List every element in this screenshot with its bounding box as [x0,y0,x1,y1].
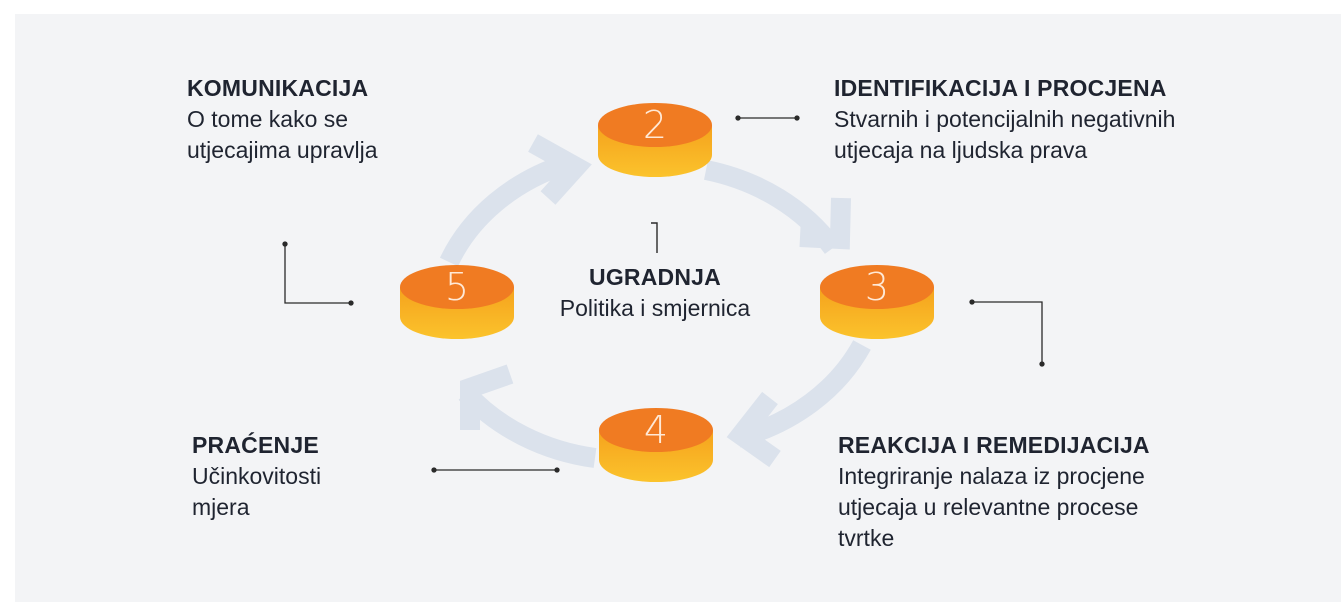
disc-5: 5 [400,265,514,339]
connector-2 [735,115,800,121]
disc-3: 3 [820,265,934,339]
step-5-title: KOMUNIKACIJA [187,75,369,101]
cycle-arrowheads [460,134,851,468]
disc-3-number: 3 [865,265,889,309]
arrowhead-4-to-5 [460,364,514,430]
step-3-block: REAKCIJA I REMEDIJACIJA Integriranje nal… [838,430,1268,554]
step-3-line-2: utjecaja u relevantne procese [838,494,1139,520]
step-discs: 2 3 4 5 [400,103,934,482]
step-4-block: PRAĆENJE Učinkovitosti mjera [192,430,422,523]
step-2-line-2: utjecaja na ljudska prava [834,137,1088,163]
arrowhead-3-to-4 [726,391,781,468]
arrow-4-to-5 [458,386,597,468]
step-2-title: IDENTIFIKACIJA I PROCJENA [834,75,1167,101]
arrow-5-to-2 [439,154,570,267]
arrowhead-5-to-2 [528,134,592,205]
connector-3 [969,299,1045,367]
center-title: UGRADNJA [589,264,721,290]
step-4-line-2: mjera [192,494,250,520]
disc-2-number: 2 [643,103,667,147]
connector-lines [282,115,1045,473]
step-5-line-1: O tome kako se [187,106,349,132]
step-4-line-1: Učinkovitosti [192,463,322,489]
center-block: UGRADNJA Politika i smjernica [520,262,790,324]
center-text: Politika i smjernica [559,295,751,321]
disc-4: 4 [599,408,713,482]
step-4-title: PRAĆENJE [192,432,319,458]
step-3-title: REAKCIJA I REMEDIJACIJA [838,432,1150,458]
disc-4-number: 4 [644,408,668,452]
step-2-line-1: Stvarnih i potencijalnih negativnih [834,106,1176,132]
disc-5-number: 5 [445,265,469,309]
connector-4 [431,467,560,473]
arrow-3-to-4 [735,340,871,448]
step-5-line-2: utjecajima upravlja [187,137,378,163]
disc-2: 2 [598,103,712,177]
step-2-block: IDENTIFIKACIJA I PROCJENA Stvarnih i pot… [834,73,1304,166]
arrowhead-2-to-3 [799,197,851,250]
step-5-block: KOMUNIKACIJA O tome kako se utjecajima u… [187,73,507,166]
center-step-number [651,222,658,253]
step-3-line-3: tvrtke [838,525,895,551]
connector-5 [282,241,354,306]
step-3-line-1: Integriranje nalaza iz procjene [838,463,1145,489]
